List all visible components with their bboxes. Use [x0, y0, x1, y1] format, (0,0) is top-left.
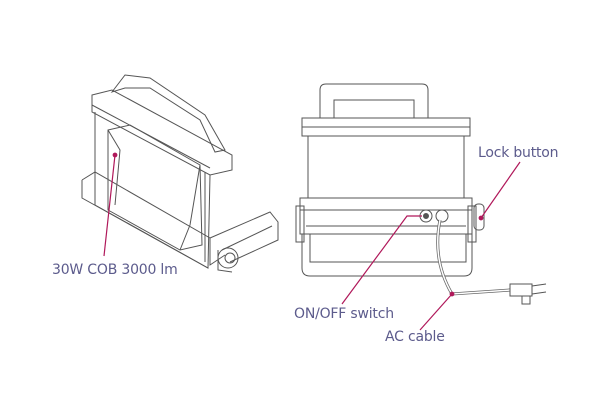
ac-cable-label: AC cable: [385, 329, 445, 345]
cob-label: 30W COB 3000 lm: [52, 262, 178, 278]
lock-button-label: Lock button: [478, 145, 559, 161]
left-floodlight-illustration: [81, 74, 279, 273]
leader-lines: [103, 152, 521, 331]
right-floodlight-illustration: [295, 83, 547, 305]
on-off-switch-label: ON/OFF switch: [294, 306, 394, 322]
